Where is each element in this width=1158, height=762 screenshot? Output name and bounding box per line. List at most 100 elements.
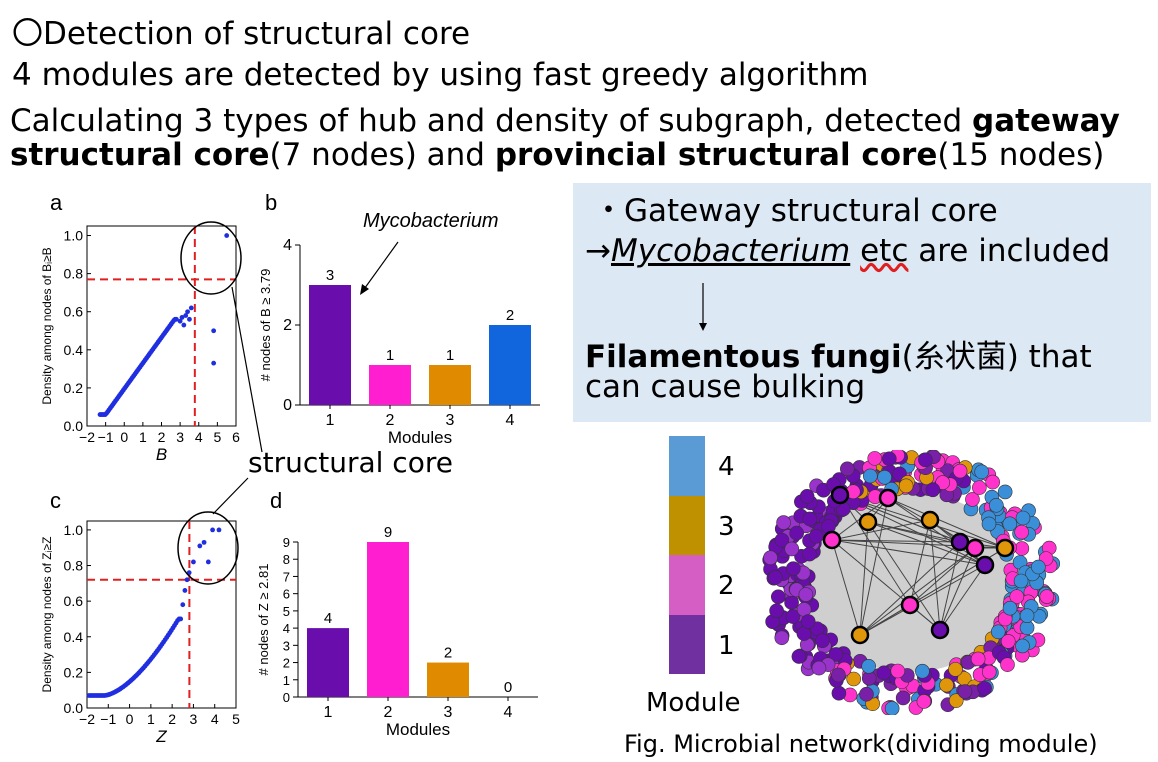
network-node (876, 665, 892, 681)
network-edge (939, 564, 986, 631)
network-node (785, 561, 801, 576)
network-node (774, 532, 790, 548)
bar-value-label: 3 (326, 267, 334, 284)
fungi-line: Filamentous fungi(糸状菌) that (585, 331, 1092, 376)
data-point (216, 527, 222, 533)
data-point (177, 318, 183, 324)
y-axis-label: Density among nodes of Zᵢ≥Z (40, 537, 54, 693)
network-hub-node (900, 595, 920, 615)
network-node (789, 525, 804, 541)
y-tick-label: 0 (283, 397, 292, 414)
bar-value-label: 2 (506, 307, 514, 324)
network-edge (859, 497, 889, 636)
module-legend-label: 3 (718, 511, 735, 542)
data-point (211, 360, 217, 366)
module-legend-label: 4 (718, 452, 735, 482)
bar (427, 662, 469, 697)
x-axis-label: Z (155, 727, 167, 746)
mycobacterium-line: →Mycobacterium etc are included (585, 233, 1110, 269)
bar-value-label: 1 (386, 347, 394, 364)
x-tick-label: 5 (213, 429, 221, 445)
network-node (784, 595, 799, 610)
network-edge (939, 547, 976, 631)
network-edge (929, 519, 941, 631)
category-label: 1 (326, 412, 335, 429)
network-node (831, 685, 847, 701)
y-tick-label: 2 (283, 656, 290, 671)
data-point (191, 559, 196, 565)
y-tick-label: 0.2 (64, 380, 84, 396)
network-node (784, 541, 800, 557)
data-point (224, 233, 230, 238)
network-edge (831, 539, 861, 636)
network-node (985, 474, 1000, 490)
network-hub-node (830, 485, 850, 505)
network-node (771, 589, 786, 605)
structural-core-summary: Calculating 3 types of hub and density o… (10, 104, 1155, 172)
y-tick-label: 0.4 (64, 342, 84, 358)
data-point (178, 616, 184, 622)
y-tick-label: 0.6 (64, 593, 84, 609)
module-color-bar (669, 436, 705, 674)
module-legend-label: 2 (718, 571, 735, 601)
network-node (769, 603, 784, 619)
included-text: are included (908, 233, 1111, 269)
y-axis-label: Density among nodes of Bᵢ≥B (40, 247, 54, 404)
summary-suffix: (15 nodes) (937, 137, 1105, 173)
y-tick-label: 4 (283, 237, 292, 254)
network-node (965, 492, 980, 507)
network-node (831, 667, 846, 683)
module-legend-label: 1 (718, 630, 735, 661)
network-node (867, 451, 883, 466)
network-node (1014, 541, 1030, 556)
data-point (180, 602, 186, 608)
structural-core-label: structural core (248, 446, 453, 479)
network-node (990, 624, 1006, 640)
network-node (798, 587, 814, 602)
plot-frame (86, 520, 237, 709)
bar-value-label: 1 (446, 347, 454, 364)
network-node (925, 482, 941, 498)
y-tick-label: 5 (283, 604, 290, 619)
microbial-network-graph (762, 450, 1060, 715)
x-tick-label: −2 (79, 711, 95, 727)
y-tick-label: 0 (283, 690, 290, 705)
y-tick-label: 0.8 (64, 558, 84, 574)
x-tick-label: 5 (232, 711, 240, 727)
x-tick-label: 3 (190, 711, 198, 727)
bar (429, 365, 471, 405)
bar-value-label: 2 (444, 645, 452, 662)
module-color-segment (669, 436, 705, 496)
network-node (802, 511, 818, 527)
network-node (1039, 589, 1055, 604)
category-label: 4 (504, 704, 513, 721)
etc-text: etc (860, 233, 909, 269)
x-axis-label: Modules (386, 720, 450, 739)
network-hub-node (878, 488, 898, 508)
data-point (197, 543, 203, 549)
y-tick-label: 7 (283, 569, 290, 584)
network-node (957, 684, 973, 699)
network-edge (887, 497, 1006, 549)
y-axis-label: # nodes of B ≥ 3.79 (258, 269, 273, 382)
module-color-segment (669, 614, 705, 674)
network-node (989, 497, 1004, 513)
network-edge (867, 521, 986, 566)
network-node (802, 546, 817, 562)
bar-value-label: 4 (324, 610, 332, 627)
network-edge (831, 519, 931, 541)
genus-name: Mycobacterium (610, 233, 851, 269)
panel-letter-c: c (50, 488, 61, 513)
network-node (884, 701, 900, 715)
y-tick-label: 0.4 (64, 629, 84, 645)
x-axis-label: B (156, 445, 167, 464)
x-tick-label: 2 (158, 429, 166, 445)
category-label: 2 (386, 412, 395, 429)
provincial-core-term: provincial structural core (494, 137, 938, 173)
panel-letter-b: b (265, 190, 278, 215)
network-edge (859, 564, 986, 636)
bar (307, 628, 349, 697)
